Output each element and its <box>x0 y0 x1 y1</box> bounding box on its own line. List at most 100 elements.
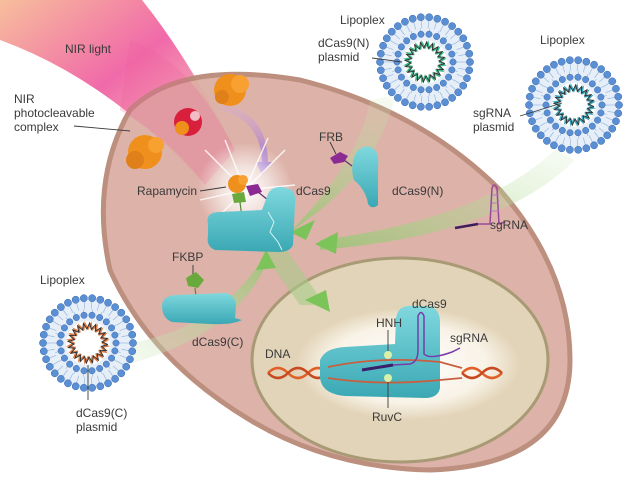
label-nir-complex-3: complex <box>14 120 59 134</box>
lipid-head <box>382 81 391 90</box>
dcas9-split-line <box>267 211 283 251</box>
lipid-head <box>88 294 97 303</box>
lipid-head <box>558 76 566 83</box>
lipid-head <box>60 324 68 332</box>
lipid-head <box>376 49 385 58</box>
lipid-head <box>57 331 65 339</box>
lipid-head <box>416 13 425 22</box>
lipid-head <box>463 41 471 50</box>
lipid-head <box>57 375 65 383</box>
lipid-head <box>403 37 411 45</box>
lipid-head <box>448 22 456 30</box>
arrowhead-n <box>290 220 315 240</box>
lipid-head <box>525 101 533 109</box>
beam-sgrna <box>320 150 575 250</box>
lipid-head <box>129 339 137 347</box>
label-lipoplex-c: Lipoplex <box>40 273 85 287</box>
lipid-head <box>588 122 596 130</box>
nir-photocleavable-complex <box>126 74 249 169</box>
rapamycin <box>228 175 248 193</box>
lipid-head <box>614 92 623 101</box>
lipid-head <box>64 379 72 388</box>
lipid-head <box>441 17 449 26</box>
lipid-head <box>39 347 48 356</box>
lipid-head <box>88 311 96 319</box>
lipid-head <box>104 298 112 307</box>
lipid-head <box>417 30 425 38</box>
plasmid-dna-strand <box>66 321 109 365</box>
lipid-head <box>590 141 598 150</box>
lipid-head <box>557 57 566 66</box>
frb-leader <box>329 141 337 155</box>
lipid-head <box>382 34 391 43</box>
lipid-head <box>112 339 120 347</box>
arrowhead-nucleus <box>305 290 330 312</box>
lipid-head <box>42 322 50 331</box>
lipid-head <box>582 127 590 134</box>
lipid-head <box>454 88 463 97</box>
lipid-head <box>122 362 131 371</box>
lipid-head <box>448 66 456 74</box>
sgrna-cytoplasm <box>454 184 506 230</box>
lipoplex-dcas9-c <box>39 294 137 392</box>
lipid-head <box>531 77 540 86</box>
lipid-head <box>433 84 441 91</box>
lipid-head <box>441 98 449 107</box>
lipid-head <box>597 137 605 145</box>
label-dcas9c-plasmid-1: dCas9(C) <box>76 406 127 420</box>
lipid-head <box>111 331 119 339</box>
lipid-head <box>416 102 425 111</box>
dna-through-dcas9 <box>327 358 463 369</box>
beam-to-nucleus <box>262 240 325 305</box>
beam-dcas9-c <box>120 255 270 365</box>
lipid-head <box>465 49 474 58</box>
lipid-head <box>597 93 605 101</box>
dna-through-dcas9-2 <box>327 377 463 384</box>
lipid-head <box>615 101 623 109</box>
label-nir-complex-1: NIR <box>14 92 35 106</box>
lipid-head <box>72 314 80 321</box>
dcas9n-plasmid-leader <box>371 57 403 63</box>
lipid-head <box>409 84 417 91</box>
lipid-head <box>439 79 447 87</box>
lipid-head <box>104 379 112 388</box>
lipid-head <box>394 50 402 58</box>
dcas9-c <box>162 293 242 325</box>
lipid-head <box>433 14 442 23</box>
rapamycin-leader <box>199 186 227 192</box>
label-fkbp: FKBP <box>172 250 203 264</box>
label-rapamycin: Rapamycin <box>137 184 197 198</box>
lipid-head <box>603 70 612 79</box>
lipid-head <box>448 94 456 102</box>
lipid-head <box>588 80 596 88</box>
lipid-head <box>102 360 110 368</box>
lipid-head <box>66 318 74 326</box>
lipid-head <box>614 109 623 118</box>
lipid-head <box>394 94 402 102</box>
beam-dcas9-n <box>290 95 395 232</box>
nir-complex-leader <box>73 125 131 132</box>
label-hnh: HNH <box>376 316 402 330</box>
lipid-head <box>66 360 74 368</box>
lipid-head <box>45 315 54 324</box>
lipid-head <box>108 354 116 362</box>
lipid-head <box>126 355 134 364</box>
lipid-head <box>57 303 65 311</box>
lipid-head <box>594 86 602 94</box>
label-dcas9n-plasmid-2: plasmid <box>318 50 359 64</box>
lipid-head <box>39 330 48 339</box>
lipid-head <box>376 58 384 66</box>
lipid-head <box>465 66 474 75</box>
lipid-head <box>543 93 551 101</box>
lipid-head <box>558 127 566 134</box>
lipid-head <box>88 383 97 392</box>
hnh-domain <box>384 351 392 359</box>
lipid-head <box>379 41 387 50</box>
label-dcas9-nucleus: dCas9 <box>412 297 447 311</box>
lipid-head <box>42 355 50 364</box>
arrowhead-sg <box>315 232 338 254</box>
lipid-head <box>80 367 88 375</box>
lipid-head <box>582 57 591 66</box>
lipid-head <box>597 109 605 117</box>
dna-strand <box>267 366 503 380</box>
